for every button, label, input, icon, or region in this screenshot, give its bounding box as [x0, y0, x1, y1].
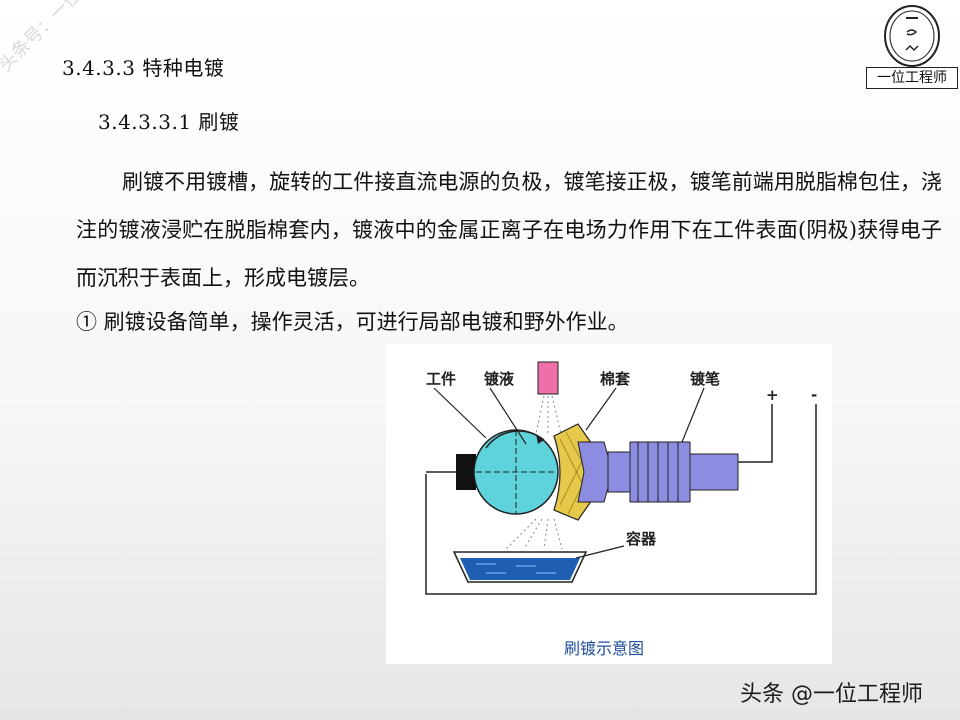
label-plus: + [766, 386, 779, 404]
brush-plating-diagram: 工件 镀液 棉套 镀笔 + - 容器 刷镀示意图 [386, 344, 832, 664]
label-workpiece: 工件 [426, 370, 456, 388]
negative-wire [425, 404, 817, 595]
body-paragraph: 刷镀不用镀槽，旋转的工件接直流电源的负极，镀笔接正极，镀笔前端用脱脂棉包住，浇注… [76, 170, 942, 290]
label-pen: 镀笔 [690, 370, 720, 388]
positive-wire [738, 404, 773, 463]
label-container: 容器 [625, 530, 657, 548]
pen-handle [689, 453, 739, 491]
pen-grip [629, 441, 691, 503]
logo-emblem-icon [884, 5, 940, 67]
figure-caption: 刷镀示意图 [564, 639, 644, 658]
section-heading: 3.4.3.3 特种电镀 [62, 56, 225, 80]
list-item: ① 刷镀设备简单，操作灵活，可进行局部电镀和野外作业。 [76, 310, 629, 334]
logo-label: 一位工程师 [866, 67, 958, 89]
plating-liquid [460, 558, 580, 580]
subsection-heading: 3.4.3.3.1 刷镀 [98, 110, 240, 134]
shaft-block [456, 454, 476, 490]
nozzle [537, 361, 559, 395]
logo: 一位工程师 [866, 4, 958, 89]
spray [505, 395, 563, 550]
label-minus: - [811, 386, 817, 404]
footer-credit: 头条 @一位工程师 [740, 682, 923, 707]
label-cotton: 棉套 [600, 370, 631, 388]
diagram-canvas: 工件 镀液 棉套 镀笔 + - 容器 刷镀示意图 [425, 361, 817, 658]
label-solution: 镀液 [484, 370, 515, 388]
pen-head [577, 441, 609, 503]
